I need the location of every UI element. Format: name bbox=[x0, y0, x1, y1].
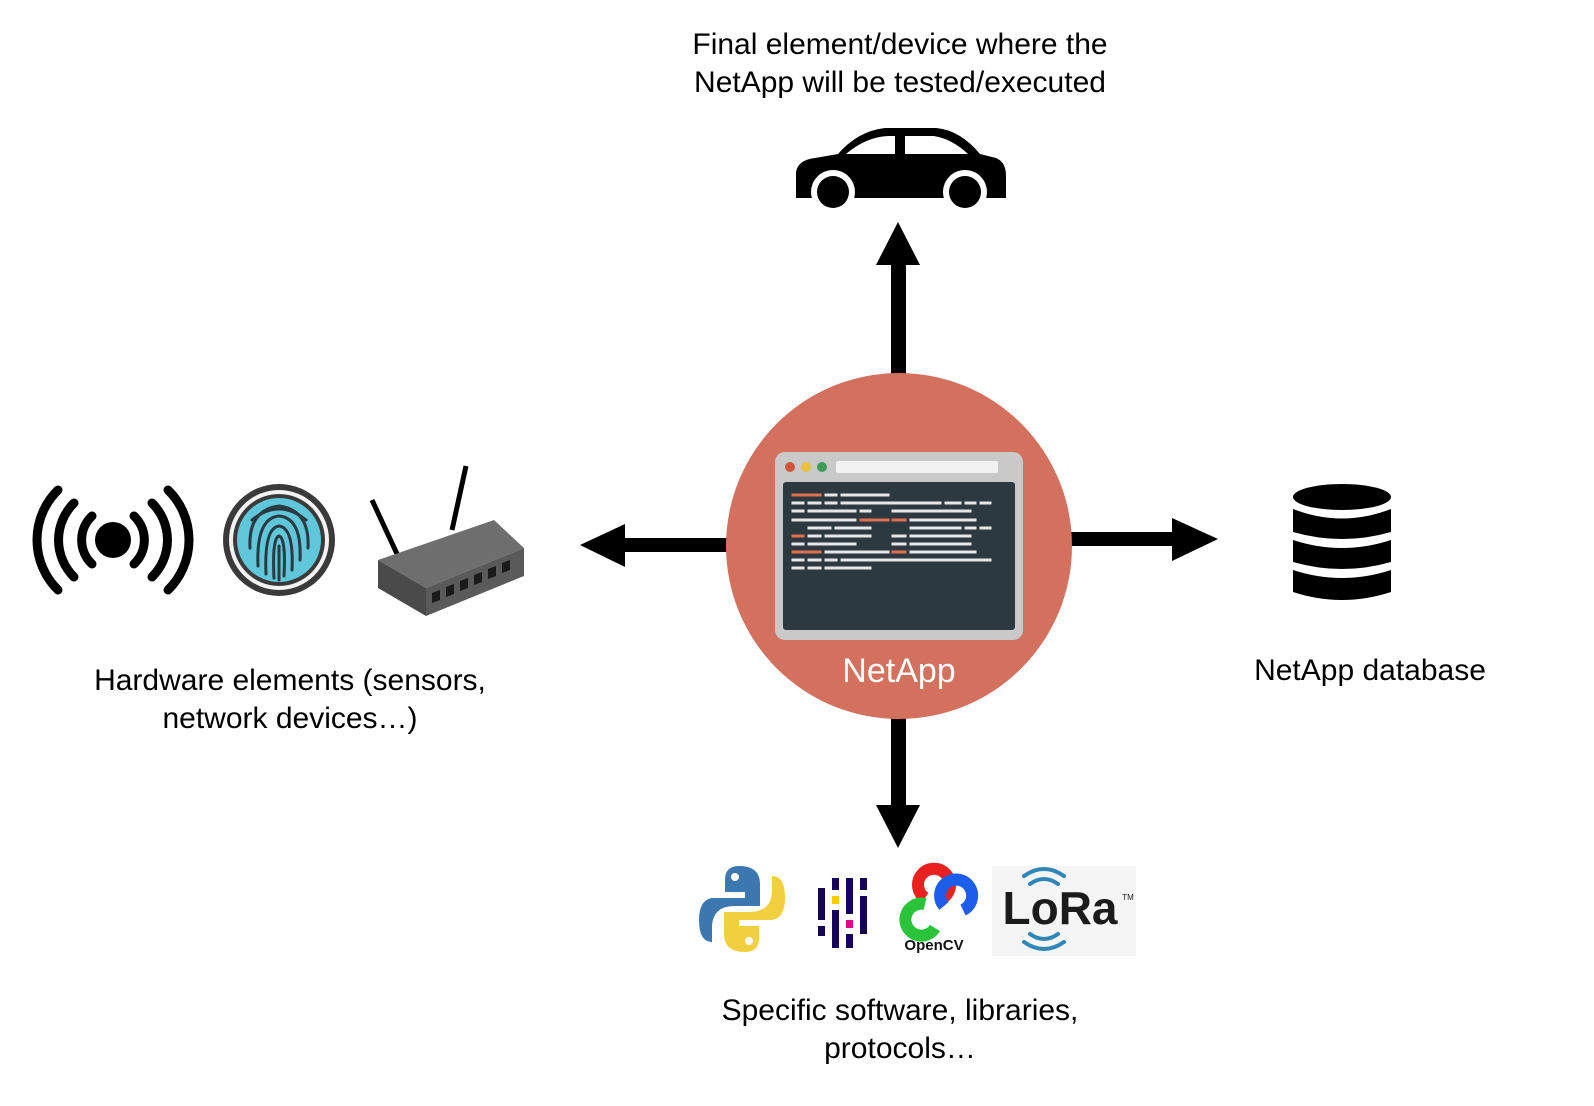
lora-logo: LoRa TM bbox=[992, 866, 1136, 956]
bottom-caption: Specific software, libraries, protocols… bbox=[721, 994, 1079, 1065]
arrow-down bbox=[876, 712, 920, 848]
netapp-label: NetApp bbox=[842, 652, 955, 690]
pandas-logo bbox=[818, 878, 867, 948]
arrow-left bbox=[580, 524, 732, 567]
terminal-window-icon bbox=[775, 452, 1023, 640]
router-icon bbox=[369, 465, 524, 616]
car-icon bbox=[796, 128, 1006, 214]
left-caption: Hardware elements (sensors, network devi… bbox=[94, 664, 486, 735]
lora-text: LoRa bbox=[1003, 882, 1118, 934]
lora-tm: TM bbox=[1122, 893, 1134, 902]
opencv-logo: OpenCV bbox=[899, 862, 979, 954]
arrow-right bbox=[1067, 518, 1218, 561]
arrow-up bbox=[876, 222, 920, 375]
fingerprint-icon bbox=[223, 484, 335, 596]
python-logo bbox=[699, 866, 785, 952]
netapp-node: NetApp bbox=[726, 373, 1072, 719]
top-caption: Final element/device where the NetApp wi… bbox=[692, 28, 1108, 99]
opencv-text: OpenCV bbox=[904, 937, 963, 954]
wireless-signal-icon bbox=[32, 485, 194, 595]
database-icon bbox=[1293, 484, 1391, 600]
right-caption: NetApp database bbox=[1254, 654, 1486, 687]
